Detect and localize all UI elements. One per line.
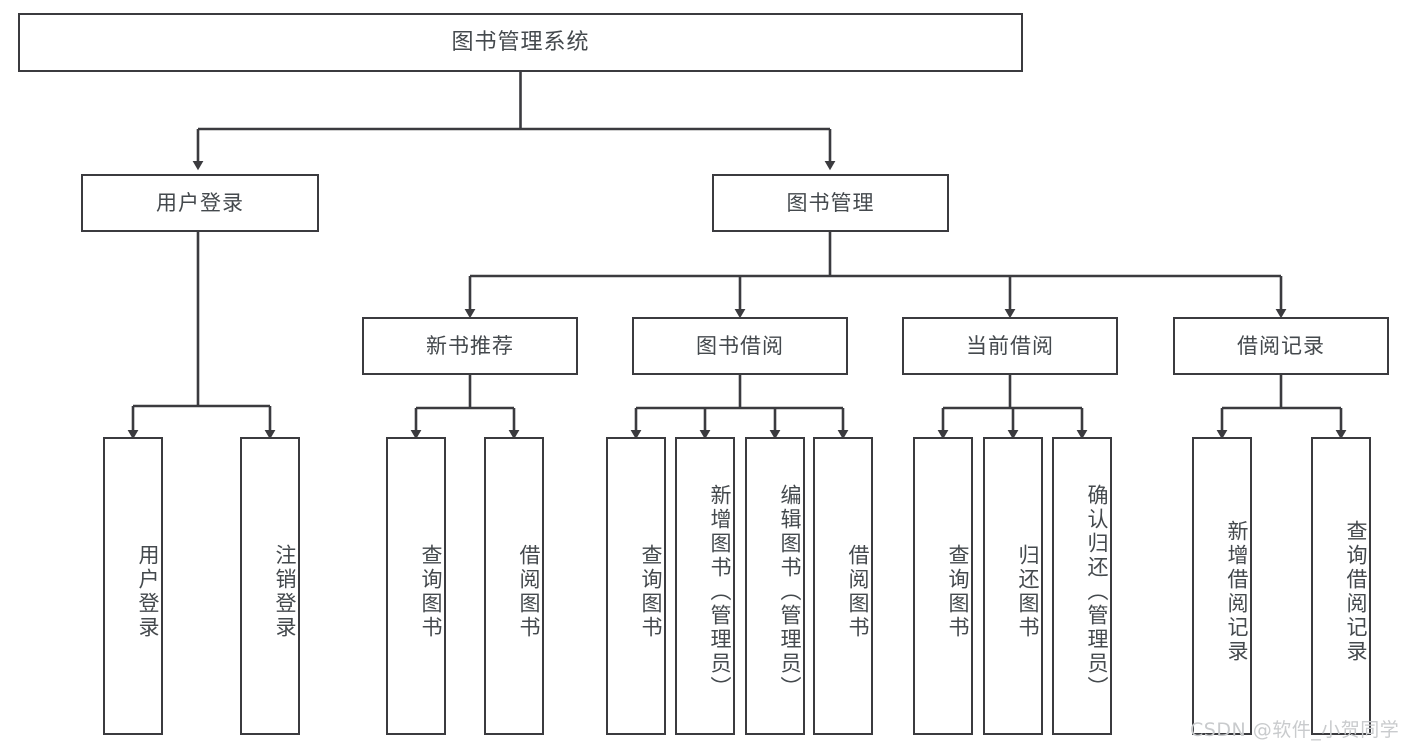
node-user-login[interactable]: 用户登录 <box>81 174 319 232</box>
leaf-user-login[interactable]: 用户登录 <box>103 437 163 735</box>
leaf-query-book-borrow[interactable]: 查询图书 <box>606 437 666 735</box>
node-root-system[interactable]: 图书管理系统 <box>18 13 1023 72</box>
node-borrow-record[interactable]: 借阅记录 <box>1173 317 1389 375</box>
leaf-add-book-admin[interactable]: 新增图书（管理员） <box>675 437 735 735</box>
node-book-borrow[interactable]: 图书借阅 <box>632 317 848 375</box>
leaf-borrow-book-recommend[interactable]: 借阅图书 <box>484 437 544 735</box>
leaf-query-borrow-record[interactable]: 查询借阅记录 <box>1311 437 1371 735</box>
leaf-edit-book-admin[interactable]: 编辑图书（管理员） <box>745 437 805 735</box>
node-book-manage[interactable]: 图书管理 <box>712 174 949 232</box>
node-new-book-recommend[interactable]: 新书推荐 <box>362 317 578 375</box>
node-current-borrow[interactable]: 当前借阅 <box>902 317 1118 375</box>
leaf-logout-login[interactable]: 注销登录 <box>240 437 300 735</box>
leaf-borrow-book-borrow[interactable]: 借阅图书 <box>813 437 873 735</box>
leaf-add-borrow-record[interactable]: 新增借阅记录 <box>1192 437 1252 735</box>
leaf-confirm-return-admin[interactable]: 确认归还（管理员） <box>1052 437 1112 735</box>
leaf-return-book[interactable]: 归还图书 <box>983 437 1043 735</box>
watermark-credit: CSDN @软件_小贺同学 <box>1190 719 1400 741</box>
leaf-query-book-current[interactable]: 查询图书 <box>913 437 973 735</box>
leaf-query-book-recommend[interactable]: 查询图书 <box>386 437 446 735</box>
